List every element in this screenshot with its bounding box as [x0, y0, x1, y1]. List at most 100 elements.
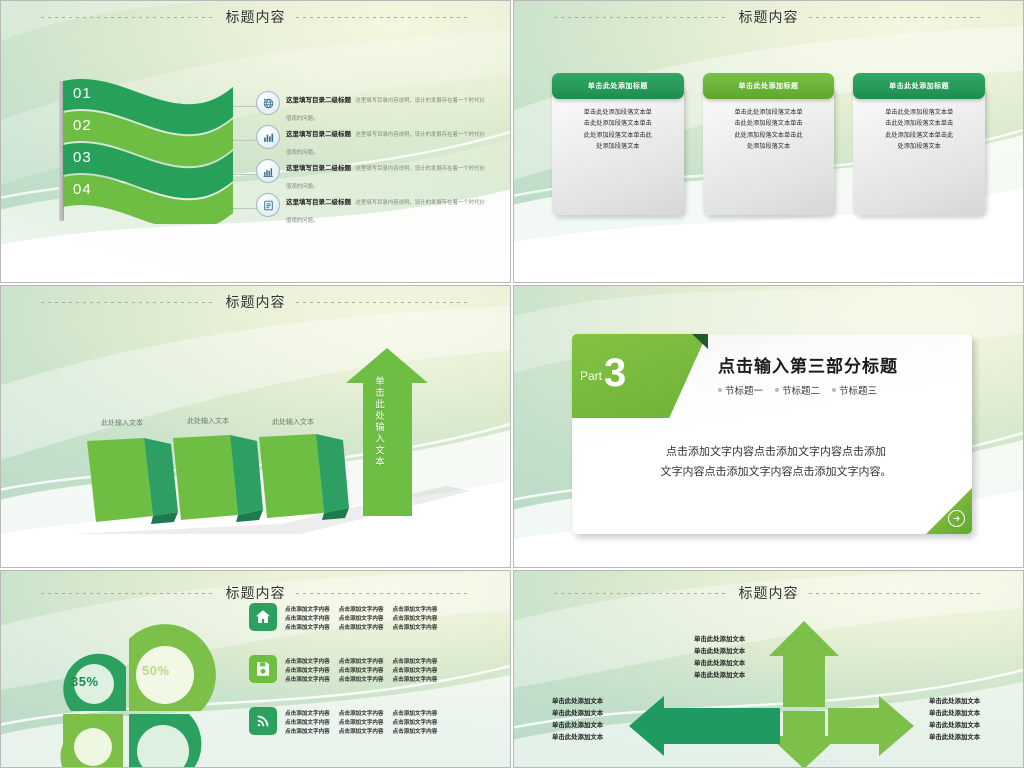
section-divider-card[interactable]: Part 3 点击输入第三部分标题 节标题一 节标题二 节标题三 点击添加文字内…: [572, 334, 972, 534]
text-cell: 点击添加文字内容: [392, 711, 438, 717]
section-subtitle-label: 节标题三: [839, 386, 878, 397]
step-label: 此处输入文本: [101, 420, 143, 427]
cross-text-top: 单击此处添加文本 单击此处添加文本 单击此处添加文本 单击此处添加文本: [694, 634, 745, 681]
flag-number-3: 03: [73, 149, 92, 166]
slide-6-cross-arrows[interactable]: 标题内容 添加标题 添加标题 添加标题 添加标题 单击此处添加文本 单击此处添加…: [513, 570, 1024, 768]
card-line: 单击此处添加段落文本单: [734, 109, 803, 116]
card-group: 单击此处添加标题 单击此处添加段落文本单 击此处添加段落文本单击 此处添加段落文…: [552, 73, 986, 215]
pinwheel-chart[interactable]: 35% 50%: [11, 599, 241, 767]
header-dash-left: [40, 16, 216, 18]
header-dash-left: [553, 16, 729, 18]
toc-list: 这里填写目录二级标题 这里填写目录内容说明，设计的发展存在着一个时代价值观的问题…: [256, 89, 486, 225]
content-card[interactable]: 单击此处添加标题 单击此处添加段落文本单 击此处添加段落文本单击 此处添加段落文…: [853, 73, 986, 215]
slide-3-growth-steps[interactable]: 标题内容 此处输入文本: [0, 285, 511, 568]
arrow-label[interactable]: 单击此处输入文本: [373, 376, 384, 468]
slide-header: 标题内容: [514, 7, 1023, 27]
card-line: 此处添加段落文本单击此: [583, 131, 652, 139]
text-cell: 点击添加文字内容: [338, 616, 384, 622]
step-label: 此处输入文本: [187, 418, 229, 425]
text-cell: 点击添加文字内容: [392, 625, 438, 631]
toc-item-heading: 这里填写目录二级标题: [286, 131, 351, 138]
page-title: 标题内容: [738, 9, 799, 25]
content-card[interactable]: 单击此处添加标题 单击此处添加段落文本单 击此处添加段落文本单击 此处添加段落文…: [552, 73, 684, 215]
slide-header: 标题内容: [1, 7, 510, 27]
text-cell: 点击添加文字内容: [285, 720, 330, 726]
text-line: 点击添加文字内容 点击添加文字内容 点击添加文字内容: [285, 718, 500, 726]
text-cell: 点击添加文字内容: [285, 625, 330, 631]
text-line: 点击添加文字内容 点击添加文字内容 点击添加文字内容: [285, 614, 500, 622]
text-cell: 点击添加文字内容: [392, 616, 438, 622]
icon-text-row[interactable]: 点击添加文字内容 点击添加文字内容 点击添加文字内容 点击添加文字内容 点击添加…: [249, 603, 500, 655]
text-line: 单击此处添加文本: [929, 698, 981, 705]
flag-number-1: 01: [73, 85, 92, 102]
icon-text-row[interactable]: 点击添加文字内容 点击添加文字内容 点击添加文字内容 点击添加文字内容 点击添加…: [249, 655, 500, 707]
slide-1-catalog[interactable]: 标题内容 01 02 03 04: [0, 0, 511, 283]
text-cell: 点击添加文字内容: [392, 607, 438, 613]
slide-header: 标题内容: [514, 583, 1023, 603]
icon-text-row[interactable]: 点击添加文字内容 点击添加文字内容 点击添加文字内容 点击添加文字内容 点击添加…: [249, 707, 500, 759]
section-subtitle-list: 节标题一 节标题二 节标题三: [718, 383, 962, 397]
card-line: 此处添加段落文本单击此: [885, 131, 954, 139]
text-line: 单击此处添加文本: [552, 709, 604, 717]
toc-item[interactable]: 这里填写目录二级标题 这里填写目录内容说明，设计的发展存在着一个时代价值观的问题…: [256, 191, 486, 225]
card-header[interactable]: 单击此处添加标题: [552, 73, 684, 99]
text-line: 点击添加文字内容 点击添加文字内容 点击添加文字内容: [285, 709, 500, 717]
save-icon[interactable]: [249, 655, 277, 683]
body-line: 文字内容点击添加文字内容点击添加文字内容。: [660, 466, 892, 479]
text-line: 单击此处添加文本: [694, 659, 746, 667]
text-line: 单击此处添加文本: [552, 721, 604, 729]
content-card[interactable]: 单击此处添加标题 单击此处添加段落文本单 击此处添加段落文本单击 此处添加段落文…: [702, 73, 835, 215]
rss-icon[interactable]: [249, 707, 277, 735]
cross-text-right: 单击此处添加文本 单击此处添加文本 单击此处添加文本 单击此处添加文本: [929, 696, 980, 743]
section-subtitle-label: 节标题二: [782, 386, 821, 397]
text-cell: 点击添加文字内容: [338, 668, 384, 674]
section-subtitle[interactable]: 节标题一: [718, 383, 763, 397]
section-subtitle[interactable]: 节标题三: [832, 383, 877, 397]
card-line: 单击此处添加段落文本单: [583, 109, 652, 116]
part-banner: Part 3: [572, 334, 707, 418]
page-title: 标题内容: [225, 9, 286, 25]
text-cell: 点击添加文字内容: [392, 659, 438, 665]
toc-item[interactable]: 这里填写目录二级标题 这里填写目录内容说明，设计的发展存在着一个时代价值观的问题…: [256, 157, 486, 191]
text-cell: 点击添加文字内容: [392, 729, 438, 735]
text-cell: 点击添加文字内容: [285, 659, 330, 665]
header-dash-right: [295, 16, 471, 18]
text-line: 点击添加文字内容 点击添加文字内容 点击添加文字内容: [285, 657, 500, 665]
steps-graphic[interactable]: [1, 286, 510, 567]
card-body: 单击此处添加段落文本单 击此处添加段落文本单击 此处添加段落文本单击此 处添加段…: [552, 85, 684, 215]
page-title: 标题内容: [738, 585, 799, 601]
slide-header: 标题内容: [1, 292, 510, 312]
text-line: 单击此处添加文本: [552, 698, 604, 705]
home-icon[interactable]: [249, 603, 277, 631]
text-cell: 点击添加文字内容: [338, 677, 384, 683]
card-line: 单击此处添加段落文本单: [885, 109, 954, 116]
arrow-right-circle-icon[interactable]: [948, 510, 965, 527]
text-line: 单击此处添加文本: [929, 721, 981, 729]
toc-item[interactable]: 这里填写目录二级标题 这里填写目录内容说明，设计的发展存在着一个时代价值观的问题…: [256, 123, 486, 157]
card-line: 击此处添加段落文本单击: [734, 120, 803, 128]
slide-header: 标题内容: [1, 583, 510, 603]
text-cell: 点击添加文字内容: [338, 729, 384, 735]
text-line: 点击添加文字内容 点击添加文字内容 点击添加文字内容: [285, 727, 500, 735]
header-dash-left: [553, 592, 729, 594]
bullet-icon: [775, 388, 780, 392]
header-dash-left: [40, 592, 216, 594]
text-line: 点击添加文字内容 点击添加文字内容 点击添加文字内容: [285, 666, 500, 674]
slide-4-section-divider[interactable]: Part 3 点击输入第三部分标题 节标题一 节标题二 节标题三 点击添加文字内…: [513, 285, 1024, 568]
slide-2-three-cards[interactable]: 标题内容 单击此处添加标题 单击此处添加段落文本单 击此处添加段落文本单击 此处…: [513, 0, 1024, 283]
card-line: 此处添加段落文本单击此: [734, 131, 803, 139]
wavy-flag-graphic[interactable]: 01 02 03 04: [59, 79, 244, 224]
section-subtitle[interactable]: 节标题二: [775, 383, 820, 397]
text-cell: 点击添加文字内容: [338, 720, 384, 726]
card-header[interactable]: 单击此处添加标题: [853, 73, 986, 99]
toc-item-heading: 这里填写目录二级标题: [286, 199, 351, 206]
text-line: 单击此处添加文本: [929, 709, 981, 717]
card-body: 单击此处添加段落文本单 击此处添加段落文本单击 此处添加段落文本单击此 处添加段…: [853, 85, 986, 215]
toc-item[interactable]: 这里填写目录二级标题 这里填写目录内容说明，设计的发展存在着一个时代价值观的问题…: [256, 89, 486, 123]
card-header[interactable]: 单击此处添加标题: [702, 73, 835, 99]
text-cell: 点击添加文字内容: [338, 711, 384, 717]
card-corner-decor: [926, 488, 972, 534]
slide-5-pinwheel-stats[interactable]: 标题内容 35% 50%: [0, 570, 511, 768]
text-cell: 点击添加文字内容: [285, 668, 330, 674]
